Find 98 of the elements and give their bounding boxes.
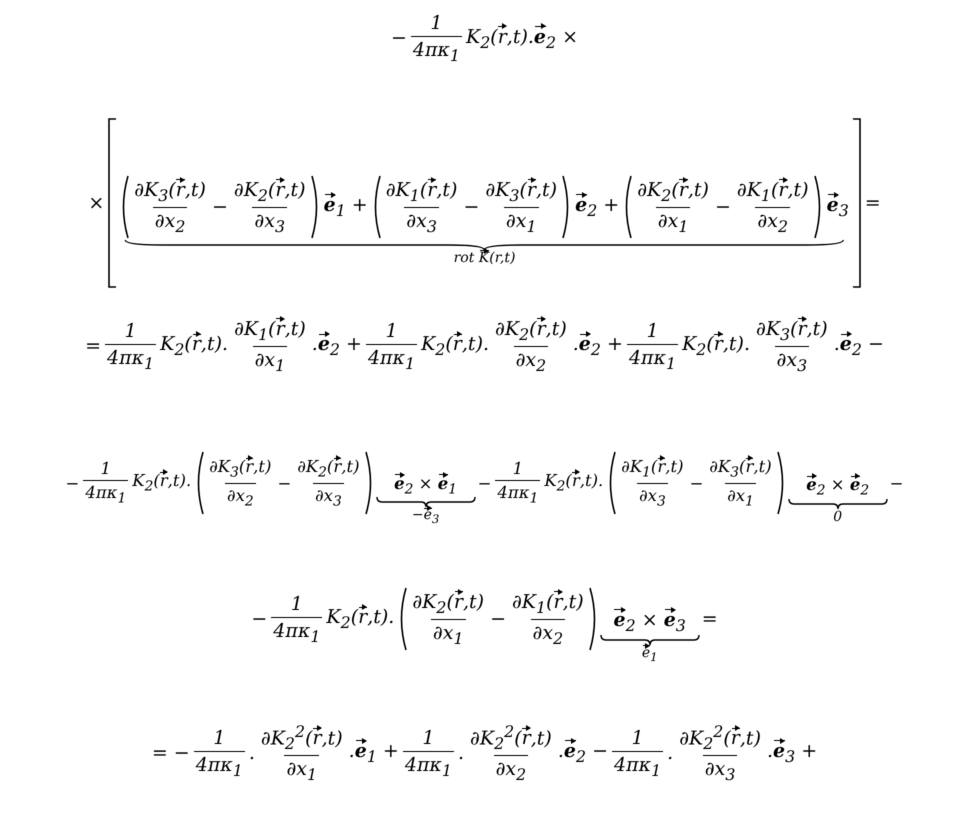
denominator: ∂x$_{1}$	[725, 482, 756, 509]
numerator: ∂K$_{2}$(r,t)	[411, 591, 486, 619]
numerator: ∂K$_{1}$(r,t)	[620, 457, 685, 483]
numerator: 1	[124, 320, 138, 344]
numerator: 1	[645, 320, 660, 344]
math-term: .e$_{2}$ +	[310, 333, 363, 360]
denominator: ∂x$_{1}$	[504, 206, 539, 236]
underbrace-label: e$_{1}$	[642, 644, 658, 664]
math-term: K$_{2}$(r,t).	[325, 606, 396, 632]
math-term: −	[714, 196, 732, 218]
math-term: K$_{2}$(r,t).e$_{2}$ ×	[464, 26, 580, 52]
math-term: −	[476, 474, 492, 493]
math-term: −	[210, 196, 229, 218]
denominator: ∂x$_{2}$	[755, 206, 790, 236]
denominator: ∂x$_{1}$	[284, 755, 320, 784]
numerator: ∂K$_{1}$(r,t)	[510, 591, 585, 619]
denominator: ∂x$_{1}$	[656, 206, 690, 236]
numerator: 1	[421, 726, 436, 751]
math-term: −	[489, 608, 507, 630]
denominator: ∂x$_{2}$	[530, 618, 566, 648]
math-term: .	[456, 742, 466, 764]
denominator: ∂x$_{2}$	[514, 346, 548, 375]
math-term: =	[84, 335, 102, 358]
numerator: ∂K$_{2}$(r,t)	[232, 178, 307, 206]
denominator: 4πκ$_{1}$	[410, 36, 462, 65]
denominator: ∂x$_{3}$	[313, 482, 344, 509]
math-term: e$_{2}$ +	[574, 194, 620, 220]
numerator: 1	[212, 726, 226, 751]
denominator: ∂x$_{3}$	[404, 206, 439, 236]
math-term: .e$_{1}$ +	[348, 740, 400, 766]
numerator: ∂K$_{3}$(r,t)	[484, 178, 558, 206]
math-term: −	[64, 474, 80, 493]
denominator: ∂x$_{2}$	[494, 755, 528, 784]
denominator: 4πκ$_{1}$	[626, 344, 678, 373]
numerator: ∂K$_{2}$$^{2}$(r,t)	[678, 722, 762, 756]
underbrace-label: 0	[833, 508, 842, 525]
math-term: e$_{1}$ +	[322, 194, 369, 220]
denominator: ∂x$_{3}$	[637, 482, 668, 509]
math-term: −	[250, 608, 268, 630]
math-term: −	[390, 27, 408, 50]
math-term: =	[864, 192, 882, 214]
numerator: ∂K$_{1}$(r,t)	[384, 178, 458, 206]
numerator: 1	[630, 726, 645, 751]
math-term: K$_{2}$(r,t).	[680, 333, 751, 360]
numerator: 1	[384, 320, 399, 344]
denominator: 4πκ$_{1}$	[612, 750, 664, 780]
math-term: e$_{3}$	[826, 194, 850, 220]
numerator: 1	[512, 459, 524, 480]
numerator: ∂K$_{3}$(r,t)	[755, 318, 829, 346]
math-term: e$_{2}$ × e$_{1}$	[393, 474, 458, 498]
numerator: ∂K$_{2}$(r,t)	[494, 318, 568, 346]
math-term: =	[700, 608, 719, 630]
numerator: ∂K$_{2}$$^{2}$(r,t)	[469, 722, 553, 756]
numerator: ∂K$_{3}$(r,t)	[708, 457, 773, 483]
denominator: ∂x$_{2}$	[152, 206, 188, 236]
math-term: −	[276, 474, 292, 493]
denominator: ∂x$_{3}$	[252, 206, 288, 236]
numerator: 1	[290, 592, 304, 617]
math-term: K$_{2}$(r,t).	[420, 333, 490, 360]
underbrace-label: rot K(r,t)	[454, 250, 516, 266]
math-term: .e$_{2}$ −	[832, 333, 885, 360]
denominator: 4πκ$_{1}$	[83, 480, 128, 507]
denominator: ∂x$_{3}$	[702, 755, 738, 784]
math-term: = −	[150, 742, 191, 764]
denominator: 4πκ$_{1}$	[194, 750, 245, 780]
denominator: ∂x$_{2}$	[225, 482, 256, 509]
denominator: 4πκ$_{1}$	[366, 344, 418, 373]
denominator: 4πκ$_{1}$	[105, 344, 156, 373]
denominator: 4πκ$_{1}$	[495, 480, 540, 507]
math-term: −	[688, 474, 704, 493]
numerator: 1	[429, 12, 444, 36]
underbrace-label: −e$_{3}$	[412, 507, 440, 526]
numerator: 1	[100, 459, 112, 480]
numerator: ∂K$_{3}$(r,t)	[208, 457, 272, 483]
numerator: ∂K$_{1}$(r,t)	[736, 178, 810, 206]
math-term: −	[888, 474, 904, 493]
math-term: K$_{2}$(r,t).	[131, 471, 192, 495]
math-term: K$_{2}$(r,t).	[543, 471, 604, 495]
denominator: 4πκ$_{1}$	[271, 616, 322, 646]
math-term: .e$_{3}$ +	[766, 740, 818, 766]
denominator: 4πκ$_{1}$	[402, 750, 454, 780]
numerator: ∂K$_{2}$$^{2}$(r,t)	[260, 722, 344, 756]
math-term: .	[248, 742, 256, 764]
denominator: ∂x$_{1}$	[430, 618, 466, 648]
math-term: e$_{2}$ × e$_{2}$	[805, 475, 870, 499]
numerator: ∂K$_{1}$(r,t)	[233, 318, 307, 346]
numerator: ∂K$_{2}$(r,t)	[636, 178, 710, 206]
denominator: ∂x$_{1}$	[252, 346, 288, 375]
math-term: e$_{2}$ × e$_{3}$	[612, 609, 687, 635]
math-term: −	[462, 196, 480, 218]
math-term: .	[666, 742, 674, 764]
numerator: ∂K$_{2}$(r,t)	[296, 457, 361, 483]
denominator: ∂x$_{3}$	[774, 346, 810, 375]
math-term: K$_{2}$(r,t).	[158, 333, 230, 360]
math-term: .e$_{2}$ −	[556, 740, 610, 766]
math-term: ×	[87, 192, 106, 214]
numerator: ∂K$_{3}$(r,t)	[133, 178, 207, 206]
math-term: .e$_{2}$ +	[572, 333, 624, 360]
